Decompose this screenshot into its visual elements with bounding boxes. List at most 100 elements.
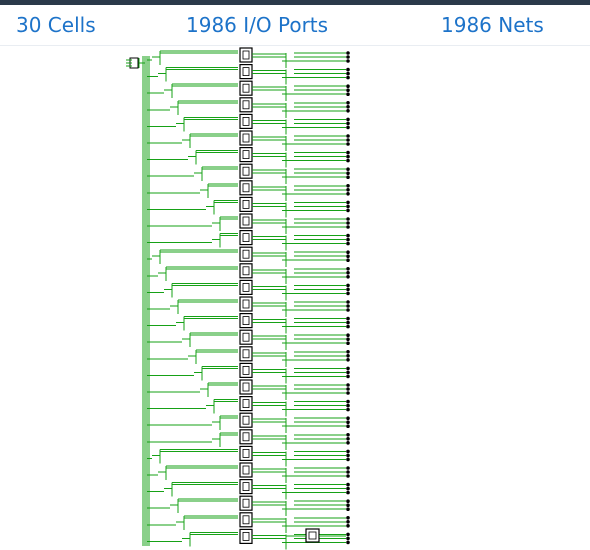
io-port — [346, 158, 350, 163]
schematic-diagram — [126, 47, 350, 550]
cell-inner-mark — [242, 133, 250, 143]
io-port — [346, 507, 350, 512]
io-port — [346, 142, 350, 146]
cell-inner-mark — [242, 100, 250, 110]
cell-inner-mark — [242, 465, 250, 475]
output-cell-inner-mark — [308, 531, 317, 540]
logic-cell — [239, 263, 253, 279]
io-port — [346, 71, 350, 76]
io-port — [346, 324, 350, 329]
io-port — [346, 457, 350, 462]
cell-inner-mark — [242, 50, 250, 60]
cell-inner-mark — [242, 233, 250, 243]
cell-inner-mark — [242, 299, 250, 309]
io-port — [346, 374, 350, 379]
logic-cell — [239, 495, 253, 511]
io-port — [346, 320, 350, 325]
io-port — [346, 399, 350, 404]
io-port — [346, 287, 350, 292]
io-port — [346, 59, 350, 63]
io-port — [346, 188, 350, 192]
io-port — [346, 138, 350, 142]
cell-inner-mark — [242, 482, 250, 492]
io-port — [346, 466, 350, 470]
logic-cell — [239, 279, 253, 295]
io-port — [346, 109, 350, 113]
io-port — [346, 233, 350, 238]
io-port — [346, 192, 350, 196]
cell-inner-mark — [242, 415, 250, 425]
nets-count-link[interactable]: 1986 Nets — [441, 13, 544, 37]
cell-inner-mark — [242, 448, 250, 458]
io-port — [346, 308, 350, 312]
io-port — [346, 350, 350, 354]
io-port — [346, 532, 350, 537]
cells-count-link[interactable]: 30 Cells — [16, 13, 96, 37]
schematic-canvas[interactable] — [0, 46, 590, 550]
io-port — [346, 370, 350, 375]
io-port — [346, 92, 350, 96]
cell-inner-mark — [242, 515, 250, 525]
cell-inner-mark — [242, 266, 250, 276]
io-port — [346, 291, 350, 296]
io-port — [346, 437, 350, 441]
io-port — [346, 341, 350, 346]
io-port — [346, 433, 350, 437]
io-port — [346, 271, 350, 275]
cell-inner-mark — [242, 183, 250, 193]
io-port — [346, 117, 350, 122]
io-port — [346, 75, 350, 80]
logic-cell — [239, 113, 253, 130]
cell-inner-mark — [242, 249, 250, 259]
io-port — [346, 134, 350, 138]
cell-inner-mark — [242, 83, 250, 93]
logic-cell — [239, 180, 253, 196]
io-port — [346, 391, 350, 395]
logic-cell — [239, 130, 253, 146]
io-port — [346, 453, 350, 458]
io-port — [346, 283, 350, 288]
logic-cell — [239, 230, 253, 246]
io-port — [346, 358, 350, 362]
io-port — [346, 125, 350, 130]
io-port — [346, 407, 350, 412]
io-port — [346, 403, 350, 408]
io-port — [346, 67, 350, 72]
logic-cell — [239, 379, 253, 395]
io-port — [346, 204, 350, 209]
io-port — [346, 241, 350, 246]
io-port — [346, 540, 350, 545]
cell-inner-mark — [242, 531, 250, 541]
io-port — [346, 258, 350, 262]
io-port — [346, 84, 350, 88]
logic-cell — [239, 362, 253, 378]
cell-inner-mark — [242, 349, 250, 359]
io-port — [346, 536, 350, 541]
io-ports-count-link[interactable]: 1986 I/O Ports — [186, 13, 329, 37]
logic-cell — [239, 146, 253, 163]
netlist-summary-bar: 30 Cells 1986 I/O Ports 1986 Nets — [0, 5, 590, 46]
io-port — [346, 316, 350, 321]
io-port — [346, 441, 350, 445]
io-port — [346, 275, 350, 279]
io-port — [346, 366, 350, 371]
io-port — [346, 524, 350, 528]
logic-cell — [239, 97, 253, 113]
cell-inner-mark — [242, 498, 250, 508]
logic-cell — [239, 47, 253, 63]
io-port — [346, 304, 350, 308]
io-port — [346, 387, 350, 391]
cell-inner-mark — [242, 316, 250, 326]
io-port — [346, 354, 350, 358]
logic-cell — [239, 80, 253, 96]
logic-cell — [239, 445, 253, 461]
io-port — [346, 175, 350, 179]
io-port — [346, 184, 350, 188]
logic-cell — [239, 512, 253, 528]
logic-cell — [239, 329, 253, 345]
io-port — [346, 217, 350, 221]
io-port — [346, 208, 350, 213]
io-port — [346, 516, 350, 520]
output-cell — [305, 528, 320, 543]
io-port — [346, 300, 350, 304]
